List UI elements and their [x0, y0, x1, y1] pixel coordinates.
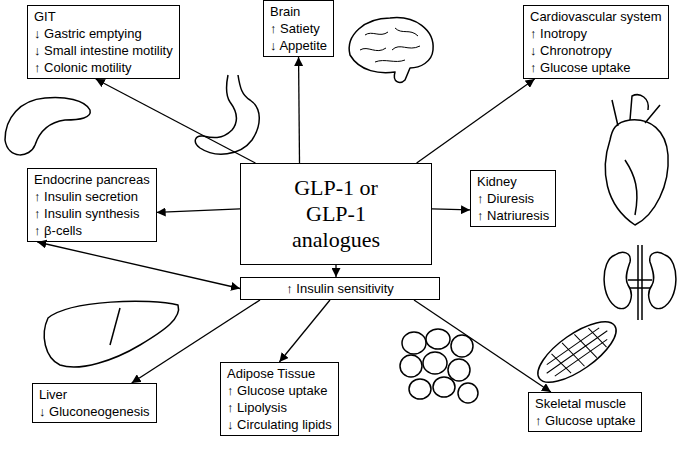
double-arrow — [37, 242, 240, 289]
box-heading: Brain — [270, 3, 327, 20]
effect-arrow — [417, 79, 535, 163]
effect-item: ↑ Inotropy — [530, 25, 662, 42]
effect-item: ↑ Glucose uptake — [530, 59, 662, 76]
effect-item: ↑ Lipolysis — [227, 399, 332, 416]
liver-drawing — [44, 301, 178, 367]
effect-item: ↓ Gluconeogenesis — [39, 403, 150, 420]
kidney-drawing — [649, 252, 676, 308]
effect-item: ↑ Glucose uptake — [535, 412, 635, 429]
muscle-fibres — [538, 318, 617, 387]
effect-item: ↓ Appetite — [270, 37, 327, 54]
effect-box: Skeletal muscle↑ Glucose uptake — [528, 392, 642, 432]
effect-box: Cardiovascular system↑ Inotropy↓ Chronot… — [523, 5, 669, 79]
muscle-outline — [529, 311, 625, 393]
box-heading: Endocrine pancreas — [34, 171, 150, 188]
effect-item: ↑ Natriuresis — [477, 207, 549, 224]
effect-arrow — [157, 209, 240, 213]
box-heading: GIT — [34, 8, 173, 25]
stomach-drawing — [195, 75, 259, 154]
muscle-drawing — [529, 311, 625, 393]
effect-item: ↑ Glucose uptake — [227, 382, 332, 399]
fat-cells — [400, 329, 478, 403]
effect-box: Kidney↑ Diuresis↑ Natriuresis — [470, 170, 556, 227]
effect-item: ↓ Circulating lipids — [227, 416, 332, 433]
effect-arrow — [96, 79, 256, 163]
effect-arrow — [335, 265, 336, 277]
effect-item: ↓ Chronotropy — [530, 42, 662, 59]
effect-arrow — [132, 300, 260, 383]
box-heading: Liver — [39, 386, 150, 403]
effect-arrow — [414, 300, 551, 392]
box-heading: Skeletal muscle — [535, 395, 635, 412]
box-heading: Cardiovascular system — [530, 8, 662, 25]
effect-item: ↑ Insulin synthesis — [34, 205, 150, 222]
effect-box: Brain↑ Satiety↓ Appetite — [263, 0, 334, 57]
effect-arrow — [279, 300, 330, 362]
heart-vessels — [612, 95, 660, 215]
box-label: ↑ Insulin sensitivity — [286, 280, 394, 297]
box-heading: Kidney — [477, 173, 549, 190]
fat-cell — [433, 377, 455, 397]
fat-cell — [458, 383, 478, 403]
liver-lobe-line — [110, 308, 120, 345]
box-label: GLP-1 or GLP-1 analogues — [286, 175, 386, 253]
box-heading: Adipose Tissue — [227, 365, 332, 382]
effect-box: Liver↓ Gluconeogenesis — [32, 383, 157, 423]
summary-box: ↑ Insulin sensitivity — [240, 277, 440, 300]
fat-cell — [448, 359, 470, 381]
brain-folds — [360, 28, 420, 62]
effect-box: Endocrine pancreas↑ Insulin secretion↑ I… — [27, 168, 157, 242]
effect-item: ↑ β-cells — [34, 222, 150, 239]
effect-item: ↑ Satiety — [270, 20, 327, 37]
effect-box: Adipose Tissue↑ Glucose uptake↑ Lipolysi… — [220, 362, 339, 436]
agent-box: GLP-1 or GLP-1 analogues — [240, 163, 432, 265]
renal-vessels — [628, 245, 652, 320]
fat-cell — [451, 335, 473, 357]
effect-box: GIT↓ Gastric emptying↓ Small intestine m… — [27, 5, 180, 79]
effect-item: ↓ Small intestine motility — [34, 42, 173, 59]
fat-cell — [400, 355, 422, 377]
fat-cell — [426, 329, 450, 349]
fat-cell — [423, 352, 447, 374]
effect-arrow — [298, 57, 300, 163]
fat-cell — [409, 379, 431, 399]
effect-item: ↑ Diuresis — [477, 190, 549, 207]
effect-item: ↑ Colonic motility — [34, 59, 173, 76]
effect-item: ↓ Gastric emptying — [34, 25, 173, 42]
effect-arrow — [432, 209, 470, 210]
pancreas-drawing — [5, 98, 90, 155]
effect-item: ↑ Insulin secretion — [34, 188, 150, 205]
kidney-drawing — [604, 252, 631, 308]
fat-cell — [402, 332, 426, 354]
brain-drawing — [349, 18, 433, 83]
